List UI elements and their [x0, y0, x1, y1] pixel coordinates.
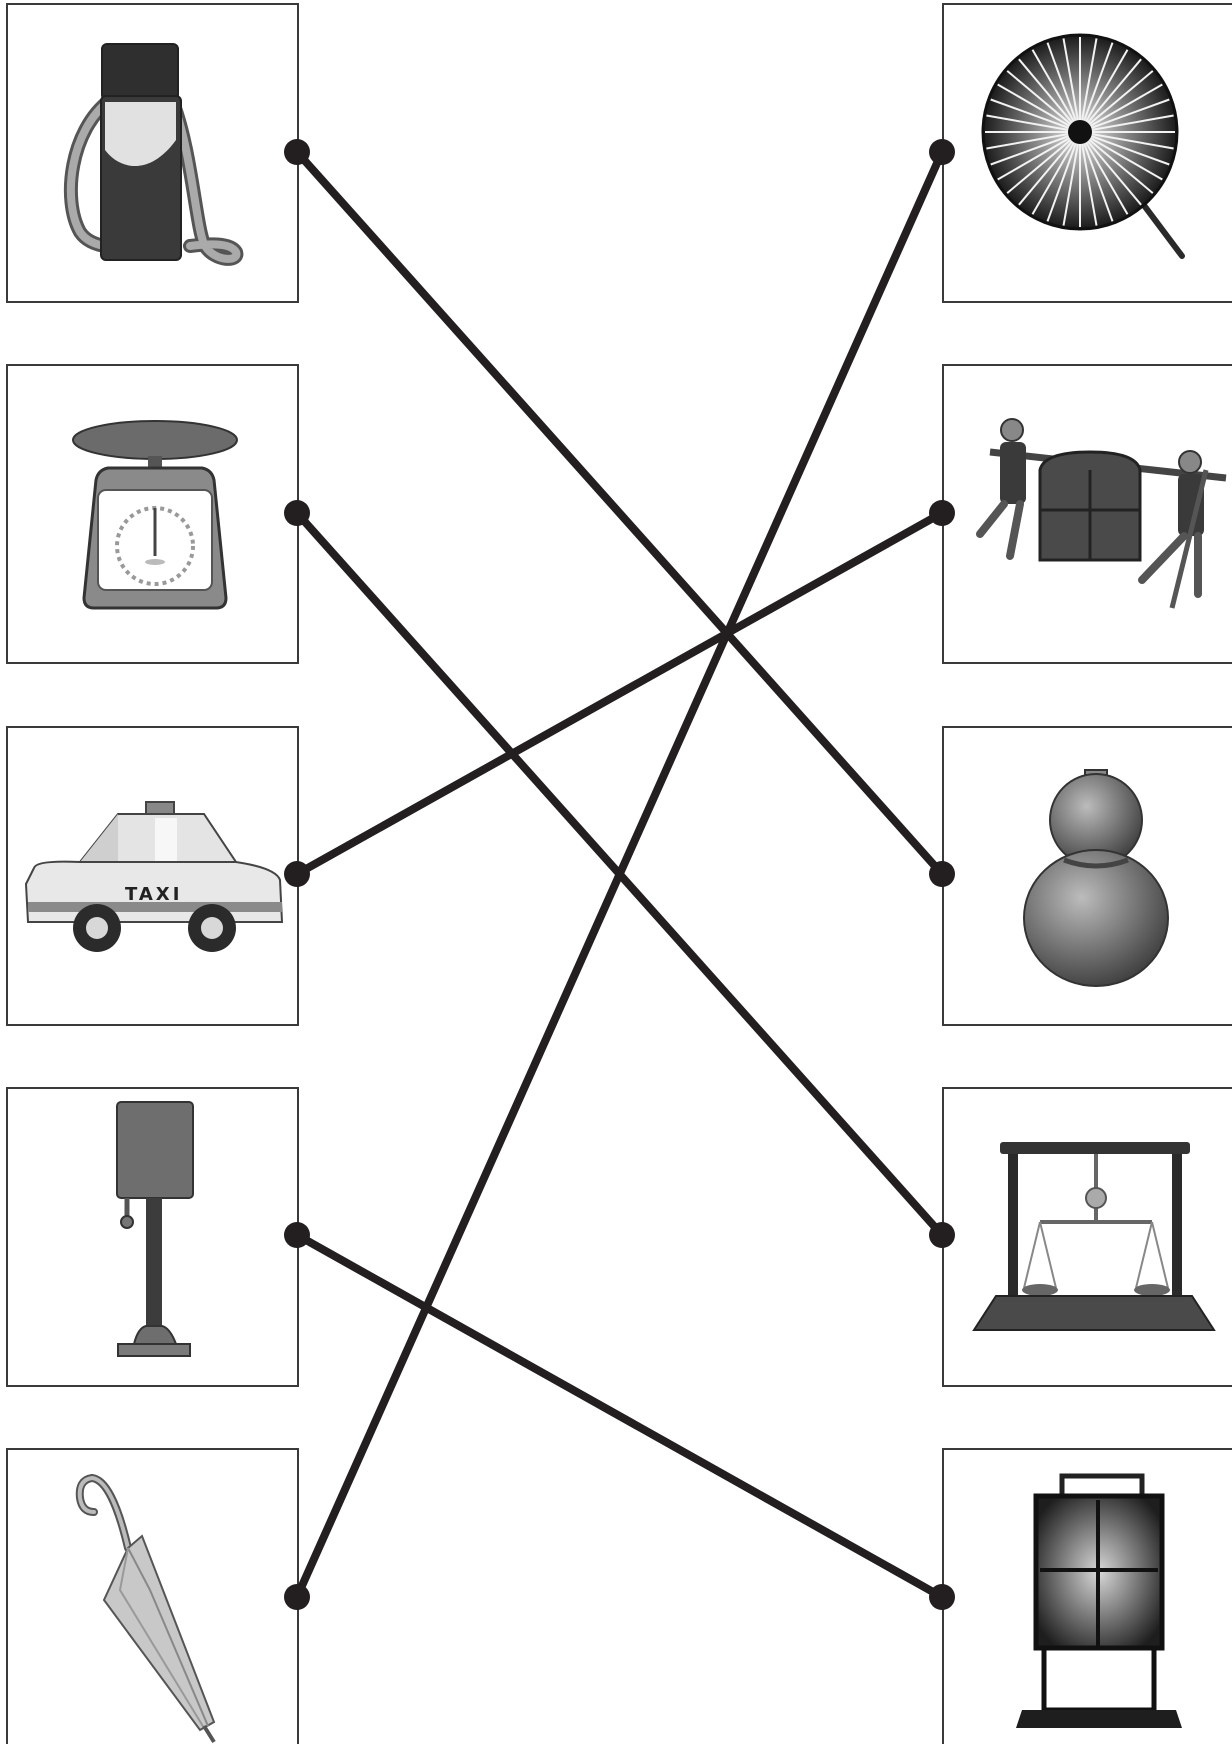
- right-dot-palanquin[interactable]: [929, 500, 955, 526]
- right-card-gourd[interactable]: [942, 726, 1232, 1026]
- connection-line-thermos-to-gourd: [293, 148, 946, 878]
- kitchen-scale-icon: [72, 420, 238, 610]
- right-dot-balance-scale[interactable]: [929, 1222, 955, 1248]
- right-card-andon-lantern[interactable]: [942, 1448, 1232, 1744]
- japanese-paper-umbrella-icon: [981, 33, 1185, 259]
- connection-lines: [293, 148, 946, 1601]
- connection-line-street-lamp-to-andon-lantern: [293, 1231, 946, 1601]
- left-dot-street-lamp[interactable]: [284, 1222, 310, 1248]
- right-dot-paper-umbrella[interactable]: [929, 139, 955, 165]
- left-card-taxi[interactable]: TAXI: [6, 726, 299, 1026]
- andon-lantern-icon: [1016, 1473, 1182, 1728]
- western-umbrella-icon: [75, 1473, 216, 1744]
- right-dot-gourd[interactable]: [929, 861, 955, 887]
- right-card-balance-scale[interactable]: [942, 1087, 1232, 1387]
- left-card-scale[interactable]: [6, 364, 299, 664]
- left-dot-taxi[interactable]: [284, 861, 310, 887]
- thermos-bottle-icon: [63, 43, 244, 266]
- right-card-paper-umbrella[interactable]: [942, 3, 1232, 303]
- left-card-umbrella[interactable]: [6, 1448, 299, 1744]
- right-card-palanquin[interactable]: [942, 364, 1232, 664]
- left-card-street-lamp[interactable]: [6, 1087, 299, 1387]
- taxi-label: TAXI: [125, 884, 182, 905]
- taxi-car-icon: TAXI: [24, 801, 284, 952]
- balance-scale-icon: [972, 1142, 1216, 1331]
- left-dot-umbrella[interactable]: [284, 1584, 310, 1610]
- connector-dots: [284, 139, 955, 1610]
- left-dot-scale[interactable]: [284, 500, 310, 526]
- right-dot-andon-lantern[interactable]: [929, 1584, 955, 1610]
- left-dot-thermos[interactable]: [284, 139, 310, 165]
- gourd-icon: [1023, 769, 1169, 987]
- kago-palanquin-icon: [976, 418, 1227, 609]
- connection-line-taxi-to-palanquin: [293, 509, 946, 878]
- gas-street-lamp-icon: [116, 1101, 194, 1357]
- connection-line-umbrella-to-paper-umbrella: [293, 148, 946, 1601]
- left-card-thermos[interactable]: [6, 3, 299, 303]
